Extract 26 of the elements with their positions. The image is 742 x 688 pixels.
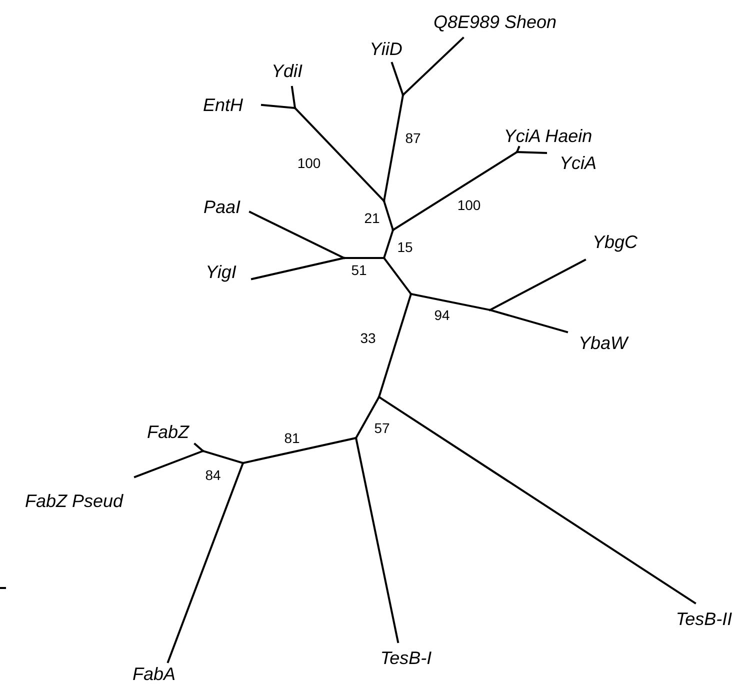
- taxon-label: FabA: [132, 665, 176, 683]
- bootstrap-value: 15: [397, 240, 413, 254]
- bootstrap-value: 51: [351, 263, 367, 277]
- bootstrap-value: 100: [457, 198, 481, 212]
- bootstrap-value: 94: [434, 308, 450, 322]
- taxon-label: FabZ: [147, 423, 189, 441]
- taxon-label: YciA Haein: [504, 127, 592, 145]
- bootstrap-value: 33: [360, 331, 376, 345]
- bootstrap-value: 87: [405, 131, 421, 145]
- taxon-label: YbaW: [578, 334, 628, 352]
- taxon-label: YiiD: [370, 40, 402, 58]
- bootstrap-value: 81: [284, 431, 300, 445]
- taxon-label: YdiI: [271, 62, 303, 80]
- taxon-label: YciA: [560, 154, 596, 172]
- taxon-label: TesB-I: [380, 649, 432, 667]
- taxon-label: TesB-II: [676, 610, 732, 628]
- taxon-label: YigI: [206, 263, 236, 281]
- bootstrap-value: 57: [374, 421, 390, 435]
- taxon-label: YbgC: [592, 233, 638, 251]
- bootstrap-value: 100: [297, 156, 321, 170]
- bootstrap-value: 84: [205, 468, 221, 482]
- bootstrap-value: 21: [364, 211, 380, 225]
- taxon-label: Q8E989 Sheon: [433, 13, 557, 31]
- taxon-label: PaaI: [203, 198, 241, 216]
- taxon-label: EntH: [202, 96, 244, 114]
- taxon-label: FabZ Pseud: [24, 492, 124, 510]
